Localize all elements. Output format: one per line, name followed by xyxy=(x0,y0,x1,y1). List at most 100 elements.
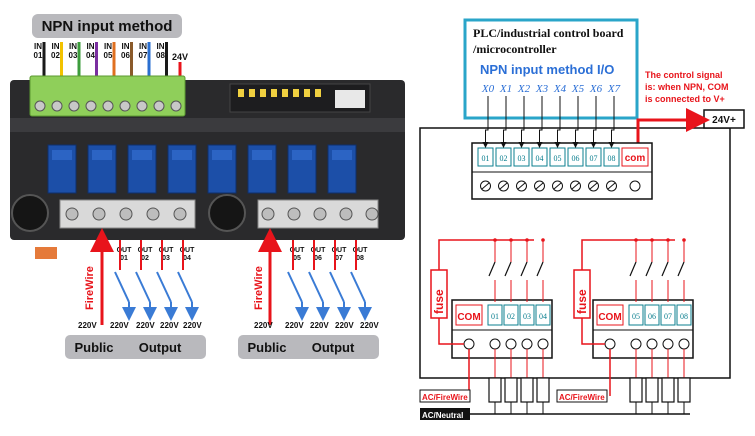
output-terminal-box xyxy=(535,304,551,326)
input-screw xyxy=(170,100,182,112)
com-input-label: com xyxy=(625,153,646,164)
output-screw xyxy=(146,207,160,221)
output-screw xyxy=(339,207,353,221)
com-to-24v-wire xyxy=(636,108,710,145)
switch-contact xyxy=(329,271,345,303)
schematic-frame xyxy=(419,127,731,379)
ac-neutral-tag xyxy=(420,408,470,420)
input-terminal-3: 03 xyxy=(518,154,526,163)
title-pill xyxy=(32,14,182,38)
junction-dot xyxy=(525,238,529,242)
junction-dot xyxy=(682,238,686,242)
led xyxy=(260,89,266,97)
plc-title-line1: PLC/industrial control board xyxy=(473,26,624,40)
firewire-label-2: FireWire xyxy=(253,266,265,310)
output-screw xyxy=(521,338,533,350)
output-screw xyxy=(313,207,327,221)
screw-slot xyxy=(571,182,580,190)
screw-slot xyxy=(499,182,508,190)
plc-input-wire xyxy=(500,108,507,148)
load-3 xyxy=(520,377,534,403)
relay-contact xyxy=(645,261,653,277)
relay-contact xyxy=(536,261,544,277)
output-terminal-screws xyxy=(65,207,379,221)
voltage-label-3: 220V xyxy=(136,321,155,330)
relay-label-plate xyxy=(172,150,192,160)
supply-24v-label: 24V xyxy=(172,52,188,62)
input-terminal-4: 04 xyxy=(536,154,544,163)
public-pill-1 xyxy=(65,335,123,359)
switch-contact xyxy=(350,271,366,303)
switch-contact xyxy=(156,271,172,303)
din-clip xyxy=(35,247,57,259)
control-note-line3: is connected to V+ xyxy=(645,94,725,104)
output-screw xyxy=(489,338,501,350)
x-input-3: X3 xyxy=(535,83,549,95)
load-5 xyxy=(629,377,643,403)
input-terminal-box-4 xyxy=(531,147,548,167)
control-note-line1: The control signal xyxy=(645,70,723,80)
fuse-wire xyxy=(581,239,675,270)
control-note-line2: is: when NPN, COM xyxy=(645,82,729,92)
voltage-label-4: 220V xyxy=(160,321,179,330)
input-terminal-6: 06 xyxy=(572,154,580,163)
relay-contact xyxy=(661,261,669,277)
output-terminal-07: 07 xyxy=(664,312,672,321)
led xyxy=(271,89,277,97)
fuse-holder-2 xyxy=(208,194,246,232)
x-input-4: X4 xyxy=(553,83,567,95)
plc-input-wire xyxy=(482,108,489,148)
input-screw xyxy=(102,100,114,112)
fuse-label: fuse xyxy=(575,289,589,314)
load-2 xyxy=(504,377,518,403)
output-terminal-02: 02 xyxy=(507,312,515,321)
voltage-label-10: 220V xyxy=(360,321,379,330)
x-input-5: X5 xyxy=(571,83,585,95)
output-terminal-06: 06 xyxy=(648,312,656,321)
x-input-0: X0 xyxy=(481,83,495,95)
output-terminal-box xyxy=(519,304,535,326)
fuse-wire xyxy=(438,239,534,270)
output-screw xyxy=(92,207,106,221)
voltage-label-9: 220V xyxy=(335,321,354,330)
output-terminal-08: 08 xyxy=(680,312,688,321)
led xyxy=(282,89,288,97)
voltage-label-2: 220V xyxy=(110,321,129,330)
input-terminal-box-6 xyxy=(567,147,584,167)
com-output-box xyxy=(596,304,624,326)
output-screw xyxy=(65,207,79,221)
fuse-to-com-wire xyxy=(581,318,605,345)
voltage-label-7: 220V xyxy=(285,321,304,330)
led xyxy=(293,89,299,97)
public-label-1: Public xyxy=(74,340,113,355)
x-input-7: X7 xyxy=(607,83,621,95)
fuse-holder-1 xyxy=(11,194,49,232)
plc-to-input-wires xyxy=(482,108,615,148)
output-screw xyxy=(678,338,690,350)
relay-label-plate xyxy=(52,150,72,160)
switch-contact xyxy=(177,271,193,303)
relay-label-plate xyxy=(332,150,352,160)
junction-dot xyxy=(650,238,654,242)
output-screw xyxy=(287,207,301,221)
output-terminal-box xyxy=(644,304,660,326)
output-screw xyxy=(537,338,549,350)
right-panel: PLC/industrial control board /microcontr… xyxy=(419,18,745,420)
voltage-label-5: 220V xyxy=(183,321,202,330)
input-terminal-box-7 xyxy=(585,147,602,167)
screw-slot xyxy=(553,182,562,190)
